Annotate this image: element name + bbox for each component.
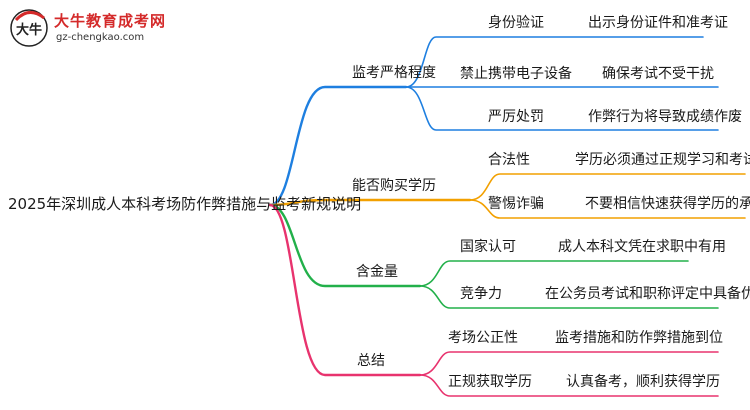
branch-connector — [268, 85, 408, 207]
logo-name: 大牛教育成考网 — [54, 12, 167, 30]
child-devices-label: 禁止携带电子设备 — [460, 66, 572, 82]
child-competitiveness-detail: 在公务员考试和职称评定中具备优势 — [545, 286, 750, 302]
child-fairness-detail: 监考措施和防作弊措施到位 — [555, 330, 723, 346]
logo-badge-text: 大牛 — [16, 22, 42, 38]
branch-connector — [268, 198, 472, 207]
child-penalty-detail: 作弊行为将导致成绩作废 — [588, 109, 742, 125]
child-fraud-detail: 不要相信快速获得学历的承诺 — [585, 196, 750, 212]
child-connector — [469, 199, 746, 219]
branch-value-label: 含金量 — [356, 264, 398, 280]
branch-connector — [268, 203, 422, 288]
site-logo[interactable]: 大牛 大牛教育成考网 gz-chengkao.com — [8, 6, 168, 48]
logo-badge-icon: 大牛 — [10, 9, 48, 47]
child-competitiveness-label: 竞争力 — [460, 286, 502, 302]
branch-connector — [268, 203, 422, 377]
child-identity-detail: 出示身份证件和准考证 — [588, 15, 728, 31]
child-legit-detail: 认真备考，顺利获得学历 — [566, 374, 720, 390]
child-devices-detail: 确保考试不受干扰 — [602, 66, 714, 82]
child-legit-label: 正规获取学历 — [448, 374, 532, 390]
child-fairness-label: 考场公正性 — [448, 330, 518, 346]
child-legality-detail: 学历必须通过正规学习和考试获取 — [575, 152, 750, 168]
mindmap-root: 2025年深圳成人本科考场防作弊措施与监考新规说明 — [8, 195, 362, 213]
branch-summary-label: 总结 — [357, 353, 385, 369]
branch-connectors — [268, 36, 746, 397]
branch-monitoring-label: 监考严格程度 — [352, 65, 436, 81]
child-connector — [419, 351, 719, 376]
child-recognition-detail: 成人本科文凭在求职中有用 — [558, 239, 726, 255]
branch-purchase-label: 能否购买学历 — [352, 178, 436, 194]
child-connector — [419, 285, 719, 309]
child-connector — [469, 173, 746, 201]
child-connector — [405, 36, 704, 88]
child-connector — [419, 260, 689, 287]
child-penalty-label: 严厉处罚 — [488, 109, 544, 125]
child-identity-label: 身份验证 — [488, 15, 544, 31]
child-connector — [419, 374, 719, 397]
child-connector — [405, 86, 719, 131]
child-recognition-label: 国家认可 — [460, 239, 516, 255]
child-legality-label: 合法性 — [488, 152, 530, 168]
child-fraud-label: 警惕诈骗 — [488, 196, 544, 212]
logo-url: gz-chengkao.com — [56, 32, 145, 43]
